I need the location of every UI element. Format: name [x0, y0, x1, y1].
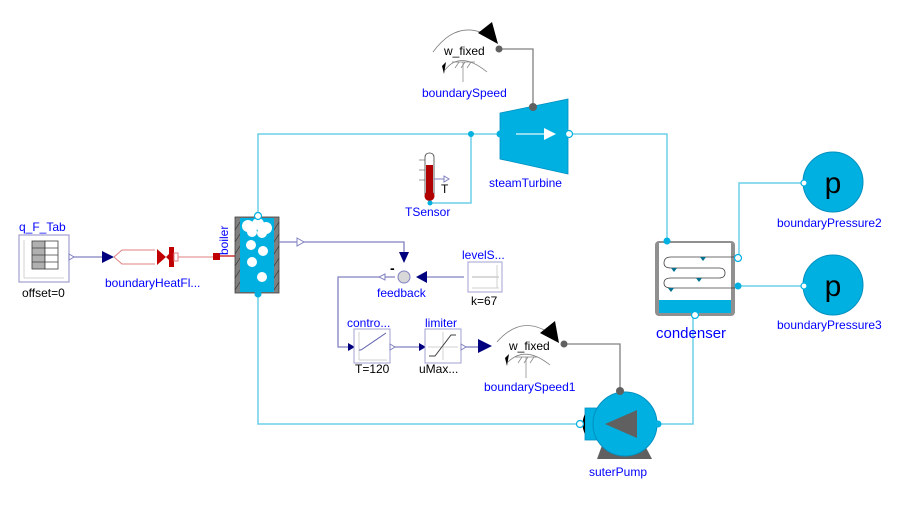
boundary-pressure3-label: boundaryPressure3: [777, 318, 882, 332]
connection-condenser-bp2[interactable]: [738, 182, 804, 258]
limiter-block[interactable]: limiter uMax...: [419, 316, 467, 376]
turbine-shaft-port[interactable]: [529, 103, 537, 111]
coil-icon: [663, 256, 735, 289]
feedback-sign: -: [390, 260, 395, 276]
boiler-inlet-port[interactable]: [254, 290, 262, 298]
controller-param: T=120: [355, 362, 390, 376]
controller-block[interactable]: contro... T=120: [347, 316, 396, 376]
boiler-label: boiler: [217, 226, 231, 255]
speed-arrow-icon: [478, 22, 498, 44]
mechanical-connections: [499, 48, 621, 390]
pump-shaft-port[interactable]: [616, 387, 624, 395]
heat-flow-icon: [157, 249, 166, 265]
suter-pump-label: suterPump: [589, 465, 647, 479]
q-f-tab-label: q_F_Tab: [19, 220, 66, 234]
level-setpoint-param: k=67: [471, 294, 498, 308]
limiter-label: limiter: [425, 316, 457, 330]
condenser-label: condenser: [656, 325, 726, 342]
controller-label: contro...: [347, 316, 390, 330]
turbine-inlet-port[interactable]: [496, 130, 504, 138]
flange-port[interactable]: [495, 45, 503, 53]
connection-condenser-pump[interactable]: [658, 316, 694, 425]
q-f-tab-param: offset=0: [22, 286, 65, 300]
boundary-pressure2-block[interactable]: p boundaryPressure2: [777, 151, 882, 230]
pressure-port[interactable]: [800, 179, 808, 187]
limiter-param: uMax...: [419, 362, 458, 376]
feedback-block[interactable]: - feedback: [377, 252, 427, 300]
pressure-port[interactable]: [800, 282, 808, 290]
q-f-tab-block[interactable]: q_F_Tab offset=0: [18, 220, 75, 300]
limiter-curve-icon: [429, 334, 456, 357]
pressure-symbol: p: [825, 270, 842, 303]
connection-boiler-turbine[interactable]: [257, 133, 500, 216]
connection-turbine-condenser[interactable]: [569, 133, 668, 240]
t-sensor-port[interactable]: [427, 200, 433, 206]
bubbles-icon: [242, 218, 272, 282]
heat-port-icon: [213, 253, 220, 260]
connection-pump-boiler[interactable]: [257, 295, 580, 425]
connection-boiler-feedback[interactable]: [297, 241, 405, 252]
boundary-speed1-param: w_fixed: [508, 339, 550, 353]
condenser-port-b[interactable]: [733, 253, 743, 263]
table-icon: [31, 240, 59, 270]
condenser-port-a[interactable]: [734, 282, 742, 290]
suter-pump-block[interactable]: suterPump: [575, 387, 662, 479]
condenser-outlet-port[interactable]: [690, 310, 700, 320]
output-port-icon: [68, 253, 75, 261]
connection-speed1-pump[interactable]: [563, 343, 621, 390]
input-arrow-icon: [419, 343, 426, 351]
boundary-heat-flow-block[interactable]: boundaryHeatFl...: [102, 247, 235, 290]
pump-inlet-port[interactable]: [575, 419, 585, 429]
level-setpoint-label: levelS...: [462, 248, 505, 262]
boundary-heat-flow-label: boundaryHeatFl...: [105, 276, 200, 290]
boundary-speed-label: boundarySpeed: [422, 86, 507, 100]
input-port-icon: [102, 251, 114, 263]
input-arrow-icon: [348, 343, 355, 351]
pump-outlet-port[interactable]: [654, 420, 662, 428]
connection-feedback-controller[interactable]: [337, 276, 395, 348]
boundary-speed1-label: boundarySpeed1: [484, 380, 576, 394]
pump-arrow-icon: [605, 410, 637, 438]
flange-port[interactable]: [560, 340, 568, 348]
steam-turbine-block[interactable]: steamTurbine: [489, 98, 574, 190]
junction-dot: [468, 131, 474, 137]
boundary-speed-param: w_fixed: [443, 44, 485, 58]
input-arrow-icon: [416, 271, 427, 283]
level-output-port-icon: [296, 237, 306, 247]
condenser-inlet-port[interactable]: [663, 237, 671, 245]
input-arrow-icon: [399, 252, 409, 263]
speed-arrow-icon: [540, 321, 559, 343]
t-sensor-label: TSensor: [405, 205, 450, 219]
output-port-icon: [377, 273, 386, 281]
condenser-block[interactable]: condenser: [655, 237, 743, 343]
turbine-outlet-port[interactable]: [564, 129, 574, 139]
flow-arrow-icon: [544, 128, 556, 140]
connection-tsensor[interactable]: [430, 134, 472, 204]
t-sensor-output: T: [441, 182, 449, 196]
boundary-speed-block[interactable]: w_fixed boundarySpeed: [422, 22, 507, 100]
input-arrow-icon: [478, 339, 492, 353]
fluid-connections: [257, 133, 804, 425]
boiler-outlet-port[interactable]: [253, 211, 263, 221]
boundary-speed1-block[interactable]: w_fixed boundarySpeed1: [478, 321, 576, 394]
boiler-block[interactable]: boiler: [217, 211, 306, 298]
t-sensor-block[interactable]: T TSensor: [405, 152, 450, 219]
pi-curve-icon: [359, 332, 387, 351]
level-setpoint-block[interactable]: levelS... k=67: [462, 248, 505, 308]
connection-speed-turbine[interactable]: [499, 48, 534, 107]
feedback-label: feedback: [377, 286, 427, 300]
boundary-pressure3-block[interactable]: p boundaryPressure3: [777, 254, 882, 332]
steam-turbine-label: steamTurbine: [489, 176, 562, 190]
pressure-symbol: p: [825, 167, 842, 200]
boundary-pressure2-label: boundaryPressure2: [777, 216, 882, 230]
